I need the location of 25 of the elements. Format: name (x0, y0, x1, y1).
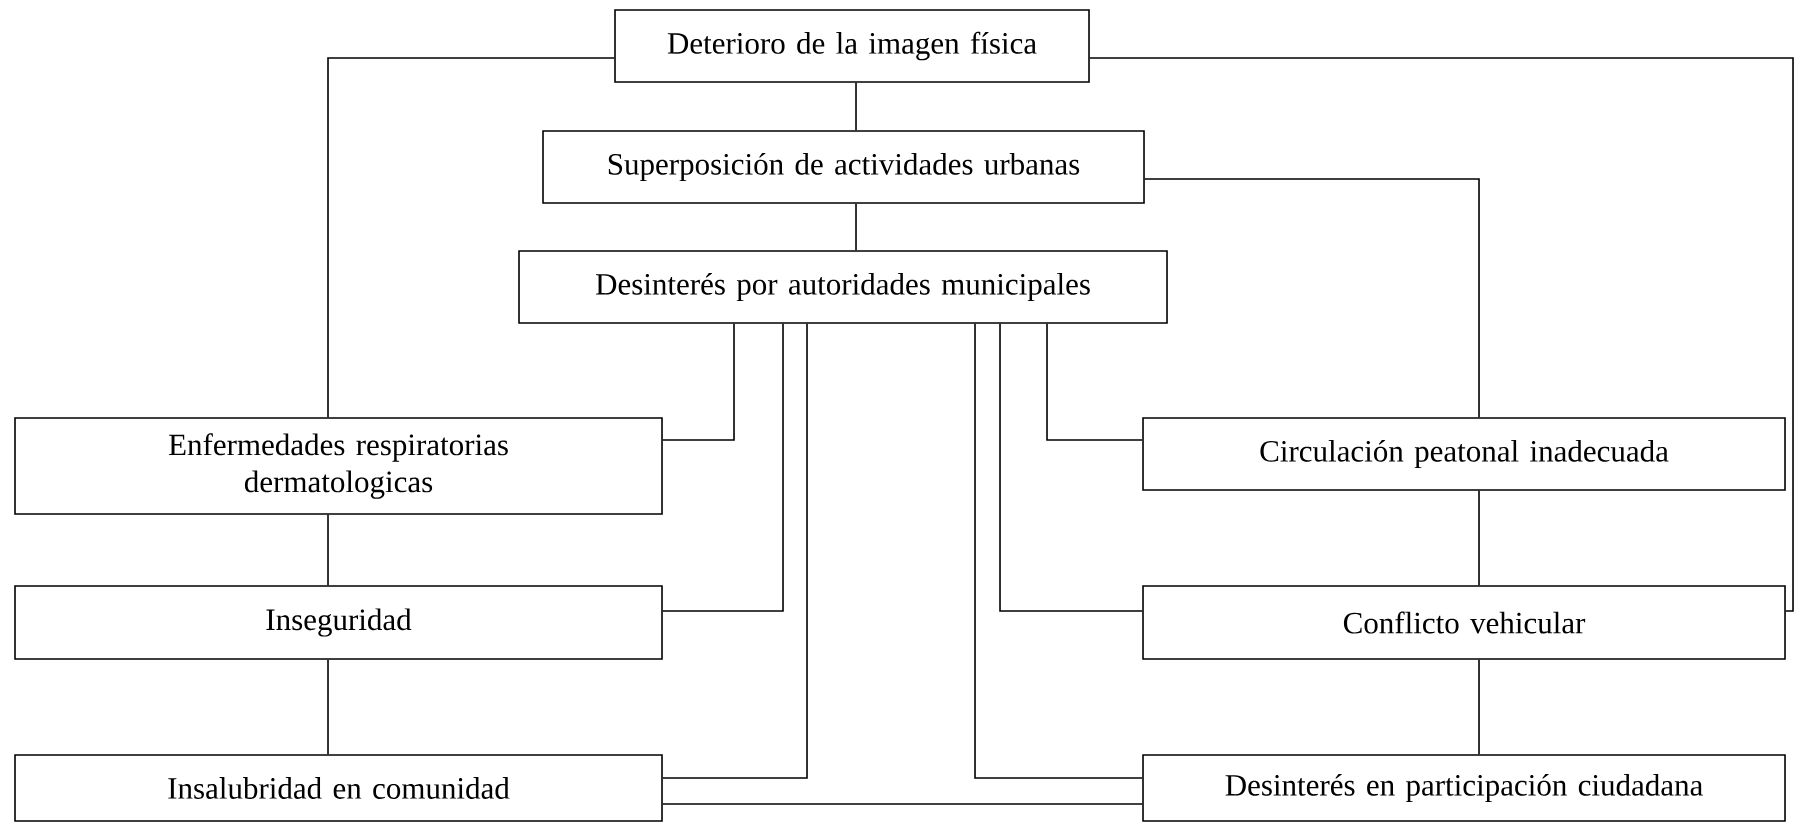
connector-line (327, 659, 329, 755)
text-box: Superposición de actividades urbanas (542, 130, 1145, 204)
connector-line (999, 323, 1143, 612)
connector-line (1144, 178, 1480, 418)
connector-line (1478, 490, 1480, 586)
text-box: Inseguridad (14, 585, 663, 660)
connector-line (662, 323, 808, 779)
text-box: Conflicto vehicular (1142, 585, 1786, 660)
text-box: Insalubridad en comunidad (14, 754, 663, 822)
connector-line (1046, 323, 1143, 441)
text-box: Desinterés en participación ciudadana (1142, 754, 1786, 822)
connector-line (662, 803, 1143, 805)
connector-line (662, 323, 784, 612)
connector-line (855, 203, 857, 251)
text-box: Enfermedades respiratorias dermatologicas (14, 417, 663, 515)
connector-line (974, 323, 1143, 779)
connector-line (327, 57, 615, 418)
text-box: Circulación peatonal inadecuada (1142, 417, 1786, 491)
connector-line (662, 323, 735, 441)
connector-line (855, 82, 857, 131)
connector-line (1478, 659, 1480, 755)
text-box: Deterioro de la imagen física (614, 9, 1090, 83)
connector-line (1089, 57, 1794, 612)
connector-line (327, 514, 329, 586)
text-box: Desinterés por autoridades municipales (518, 250, 1168, 324)
